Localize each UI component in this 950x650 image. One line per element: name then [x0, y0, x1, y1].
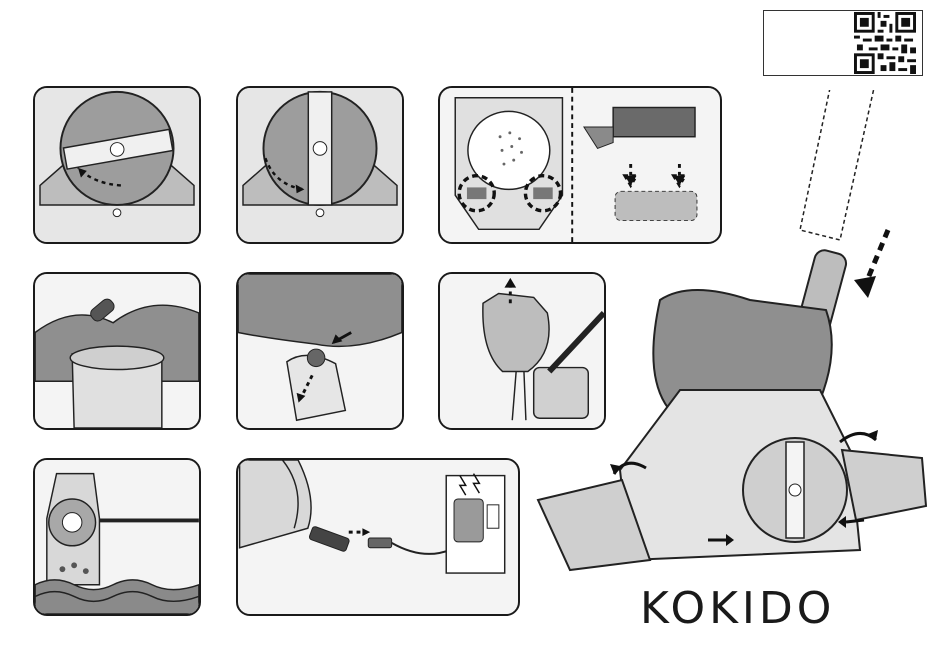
- step-7-panel: [33, 458, 201, 616]
- arrow-down-icon: [854, 276, 876, 298]
- step-1-panel: [33, 86, 201, 244]
- step-2-panel: [236, 86, 404, 244]
- step-5-illustration: [238, 274, 402, 428]
- step-8-panel: [236, 458, 520, 616]
- step-2-illustration: [238, 88, 402, 242]
- charger-icon: [454, 499, 483, 542]
- step-1-illustration: [35, 88, 199, 242]
- main-cleaner-illustration: [530, 90, 940, 580]
- step-8-illustration: [238, 460, 518, 614]
- step-7-illustration: [35, 460, 199, 614]
- step-5-panel: [236, 272, 404, 430]
- brand-logo: KOKIDO: [640, 583, 920, 635]
- qr-code-icon: [851, 12, 919, 74]
- step-4-illustration: [35, 274, 199, 428]
- step-4-panel: [33, 272, 201, 430]
